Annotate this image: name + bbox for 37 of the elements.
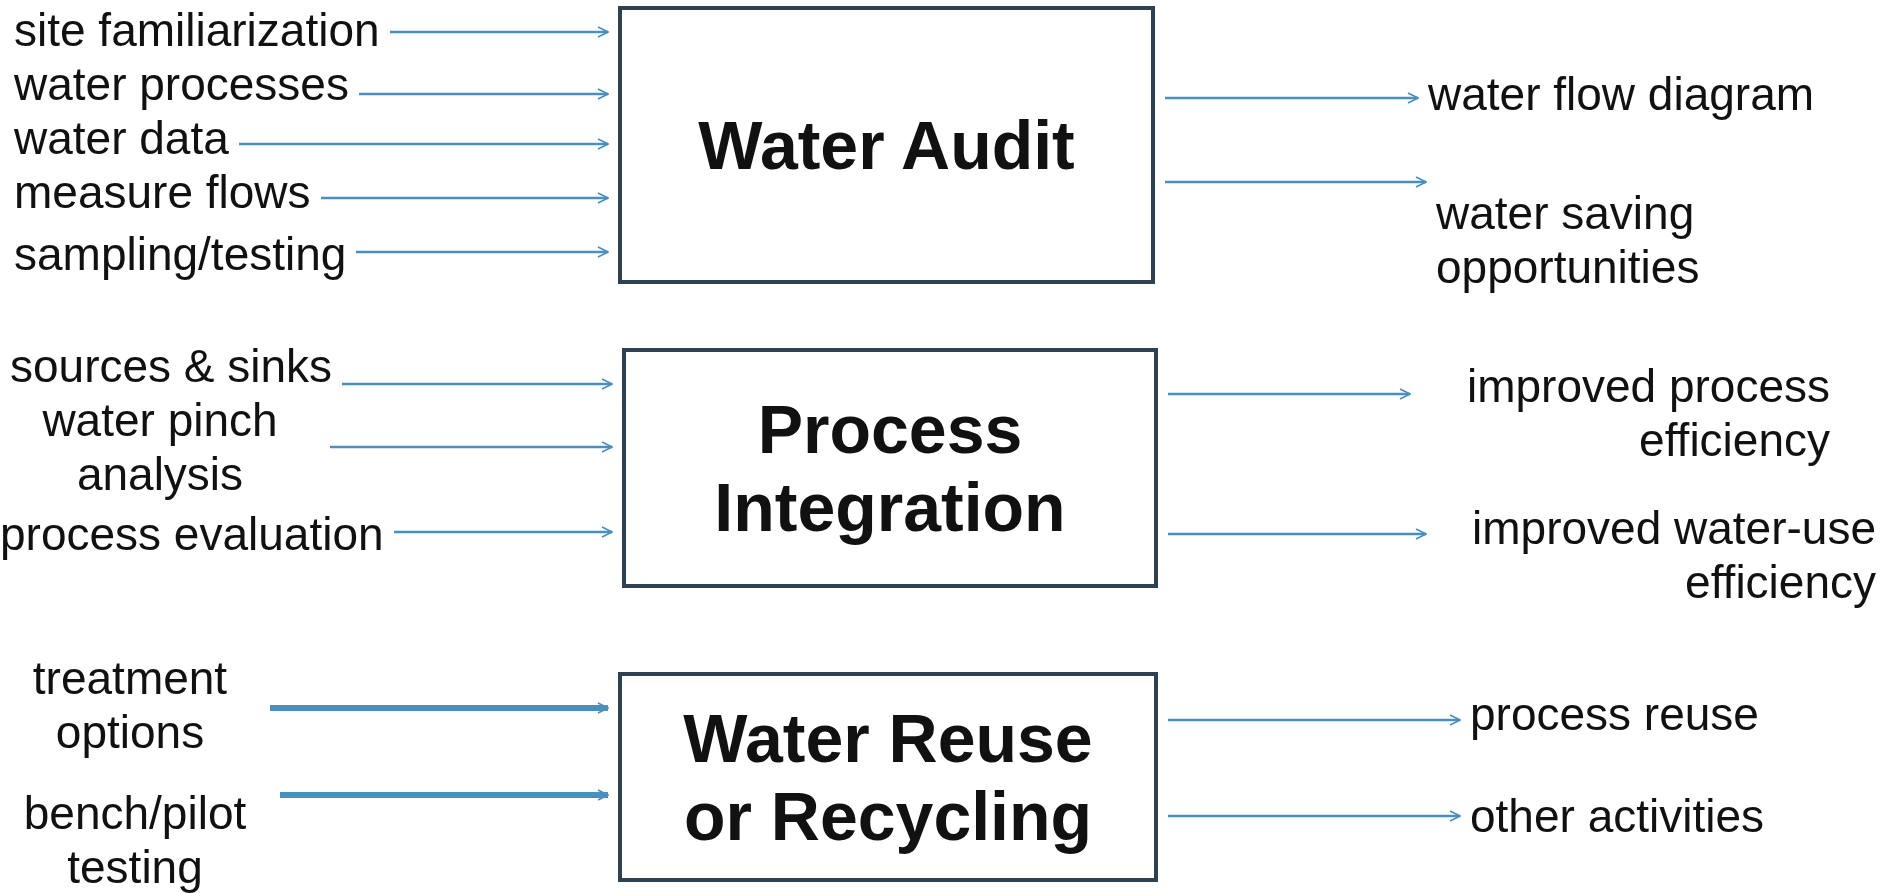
- arrow: [239, 138, 609, 150]
- flow-label: water processes: [14, 57, 349, 111]
- arrow: [1168, 528, 1427, 540]
- arrow: [1168, 810, 1461, 822]
- process-box: [618, 672, 1158, 882]
- flow-label: improved water-use efficiency: [1436, 501, 1876, 609]
- process-box: [622, 348, 1158, 588]
- arrow: [280, 789, 609, 801]
- arrow: [342, 378, 613, 390]
- arrow: [394, 526, 613, 538]
- arrow: [1165, 92, 1419, 104]
- flow-label: improved process efficiency: [1420, 359, 1830, 467]
- arrow: [390, 26, 609, 38]
- arrow: [356, 246, 609, 258]
- flow-label: measure flows: [14, 165, 311, 219]
- arrow: [1165, 176, 1427, 188]
- arrow: [1168, 388, 1411, 400]
- flow-label: bench/pilot testing: [0, 786, 270, 893]
- box-title: Water Reuse or Recycling: [682, 699, 1094, 855]
- flow-label: process evaluation: [0, 507, 384, 561]
- flow-label: process reuse: [1470, 687, 1759, 741]
- arrow: [359, 88, 609, 100]
- flow-label: water data: [14, 111, 229, 165]
- box-title: Water Audit: [698, 106, 1075, 184]
- arrow: [270, 702, 609, 714]
- flow-label: water flow diagram: [1428, 67, 1815, 121]
- flow-label: sources & sinks: [10, 339, 333, 393]
- flow-label: sampling/testing: [14, 227, 347, 281]
- box-title: Process Integration: [713, 390, 1067, 546]
- arrow: [321, 192, 609, 204]
- arrow: [1168, 714, 1461, 726]
- process-box: [618, 6, 1155, 284]
- flow-label: treatment options: [0, 651, 260, 759]
- arrow: [330, 441, 613, 453]
- flow-label: other activities: [1470, 789, 1764, 843]
- flow-label: water saving opportunities: [1436, 186, 1766, 294]
- flow-label: site familiarization: [14, 3, 380, 57]
